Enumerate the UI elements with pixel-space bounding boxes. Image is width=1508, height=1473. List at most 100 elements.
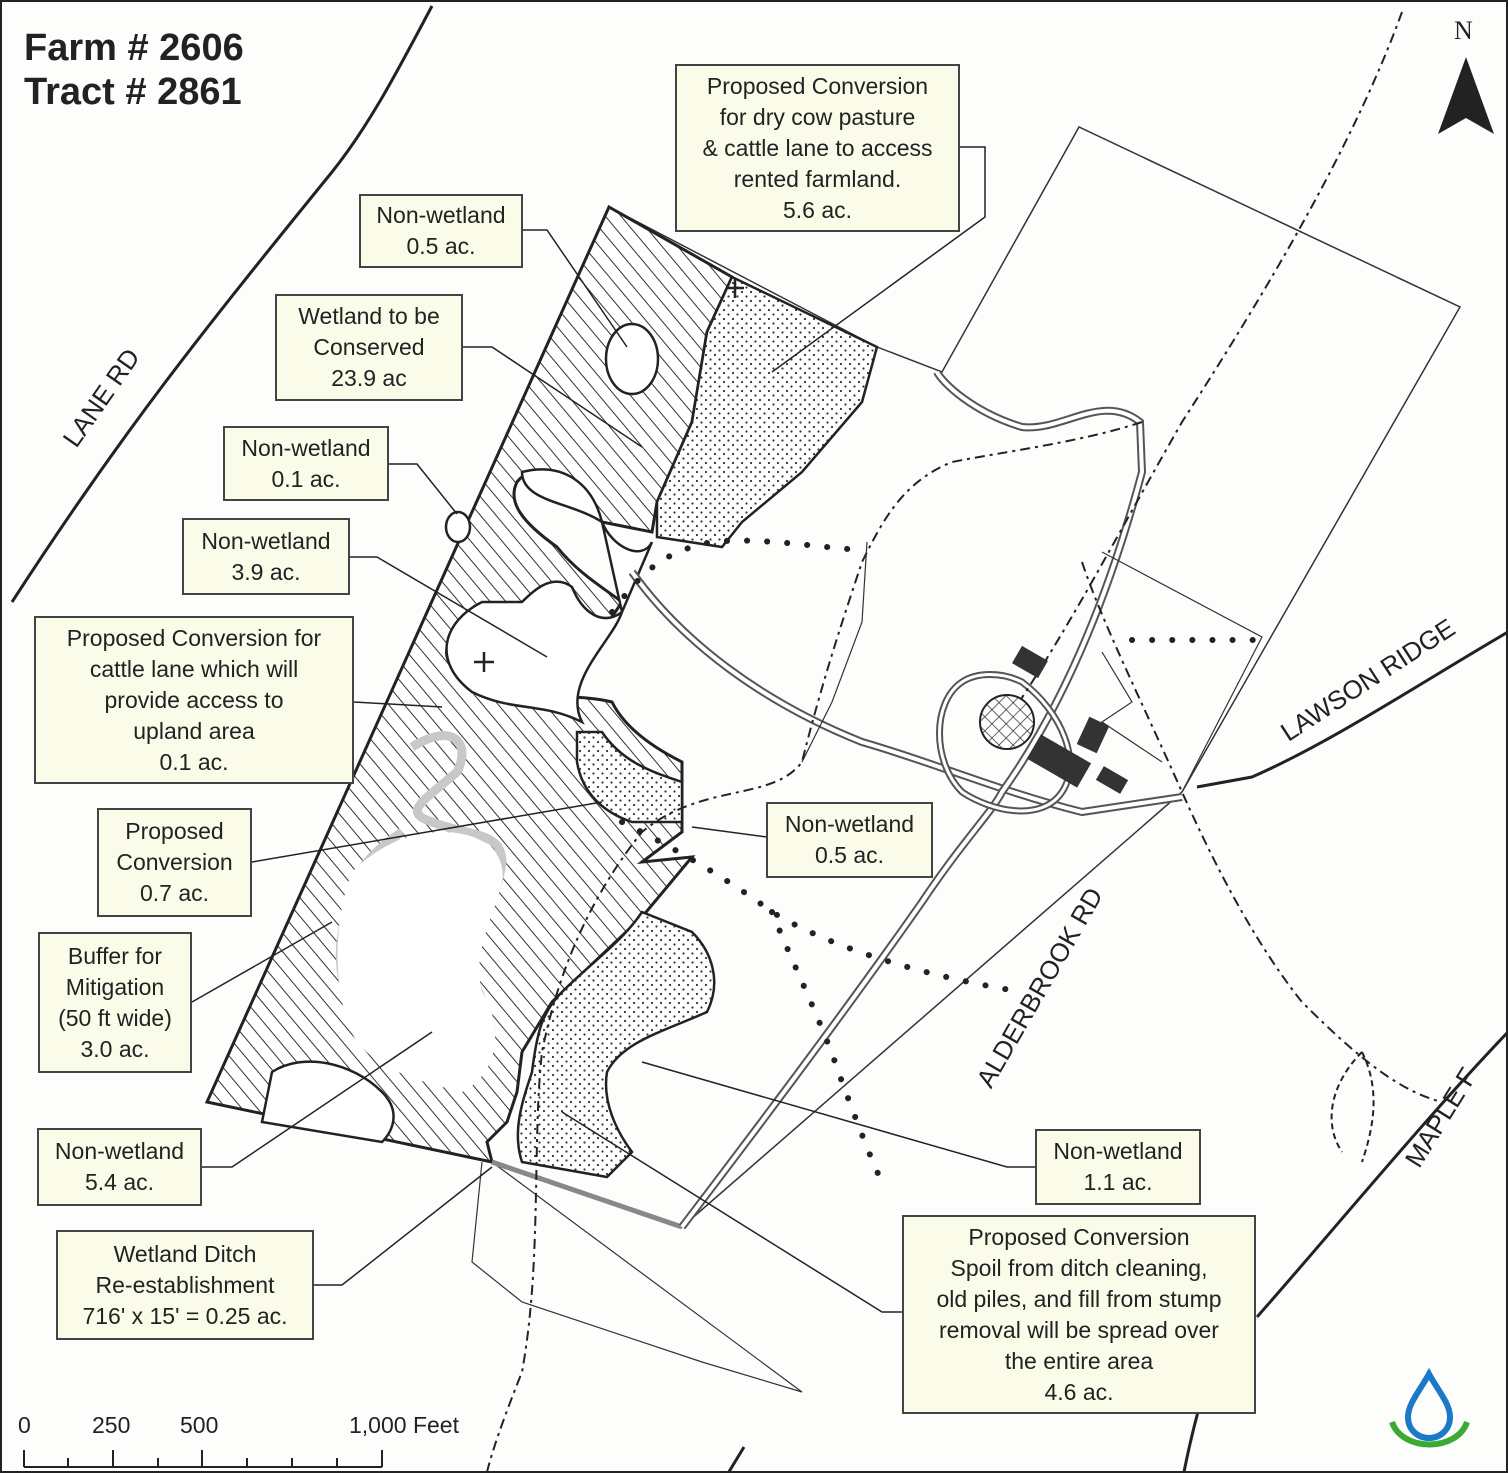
label-line: 4.6 ac. bbox=[1044, 1378, 1114, 1405]
north-arrow-icon bbox=[1438, 57, 1494, 134]
label-line: Non-wetland bbox=[376, 202, 506, 228]
label-line: 5.4 ac. bbox=[84, 1169, 155, 1195]
label-non-wetland-0-5-east: Non-wetland 0.5 ac. bbox=[766, 802, 933, 878]
label-line: 23.9 ac bbox=[331, 365, 407, 391]
label-line: Non-wetland bbox=[1053, 1138, 1183, 1164]
non-wetland-0-5-island bbox=[604, 322, 660, 396]
label-line: Wetland to be bbox=[298, 303, 440, 329]
label-line: provide access to bbox=[104, 686, 284, 713]
label-line: Buffer for bbox=[67, 942, 163, 969]
farm-lane-1-inner bbox=[630, 570, 1183, 815]
label-line: Proposed Conversion for bbox=[66, 624, 322, 651]
label-line: 5.6 ac. bbox=[782, 196, 853, 223]
farm-number: Farm # 2606 bbox=[24, 27, 244, 69]
label-non-wetland-0-5-north: Non-wetland 0.5 ac. bbox=[359, 194, 523, 268]
fence-line-1 bbox=[609, 537, 865, 615]
label-line: Wetland Ditch bbox=[113, 1240, 257, 1267]
scale-label-0: 0 bbox=[18, 1412, 31, 1438]
label-line: 0.1 ac. bbox=[271, 465, 341, 492]
label-line: Re-establishment bbox=[95, 1271, 275, 1298]
label-line: 716' x 15' = 0.25 ac. bbox=[82, 1302, 288, 1329]
label-line: rented farmland. bbox=[733, 165, 902, 192]
dashed-stream bbox=[1330, 1051, 1375, 1163]
label-line: Proposed Conversion bbox=[968, 1223, 1190, 1250]
label-line: cattle lane which will bbox=[89, 655, 299, 682]
building-2 bbox=[1076, 716, 1110, 754]
field-line-3 bbox=[1100, 651, 1163, 763]
field-line-4 bbox=[471, 1161, 803, 1393]
cross-marker-1 bbox=[474, 652, 494, 672]
label-line: Proposed Conversion bbox=[706, 72, 929, 99]
label-conversion-pasture: Proposed Conversion for dry cow pasture & … bbox=[675, 64, 960, 232]
conversion-pasture-dotted bbox=[655, 275, 879, 549]
label-line: 1.1 ac. bbox=[1083, 1169, 1153, 1195]
building-4 bbox=[1095, 766, 1129, 794]
label-non-wetland-0-1: Non-wetland 0.1 ac. bbox=[223, 426, 389, 501]
fence-line-2 bbox=[619, 819, 1025, 995]
road-bottom bbox=[727, 1446, 746, 1471]
label-line: & cattle lane to access bbox=[702, 134, 933, 161]
scale-label-250: 250 bbox=[92, 1412, 131, 1438]
scale-label-500: 500 bbox=[180, 1412, 219, 1438]
label-line: Non-wetland bbox=[241, 434, 371, 461]
label-line: (50 ft wide) bbox=[58, 1004, 172, 1031]
label-line: 0.5 ac. bbox=[406, 233, 476, 259]
tract-number: Tract # 2861 bbox=[24, 71, 242, 113]
farm-loop-inner bbox=[938, 673, 1072, 813]
scale-bar bbox=[23, 1450, 383, 1468]
label-non-wetland-1-1: Non-wetland 1.1 ac. bbox=[1035, 1129, 1201, 1205]
label-line: Conserved bbox=[313, 334, 425, 360]
farm-lane-2-inner bbox=[680, 370, 1145, 1229]
fence-line-3 bbox=[769, 909, 885, 1185]
label-non-wetland-5-4: Non-wetland 5.4 ac. bbox=[37, 1128, 202, 1206]
label-wetland-conserved: Wetland to be Conserved 23.9 ac bbox=[275, 294, 463, 401]
wetland-ditch bbox=[491, 1159, 683, 1230]
label-conversion-cattle-lane: Proposed Conversion for cattle lane which… bbox=[34, 616, 354, 784]
label-line: Conversion bbox=[116, 849, 233, 875]
label-line: Non-wetland bbox=[201, 527, 331, 554]
silo-crosshatch bbox=[979, 694, 1035, 750]
map-title: Farm # 2606 Tract # 2861 bbox=[24, 26, 244, 114]
dashed-boundary-1 bbox=[991, 11, 1403, 743]
label-line: Proposed bbox=[125, 818, 224, 844]
non-wetland-5-4-area bbox=[337, 832, 503, 1092]
label-line: removal will be spread over bbox=[939, 1316, 1219, 1343]
maple-road bbox=[1255, 1031, 1506, 1318]
label-line: 0.5 ac. bbox=[814, 842, 885, 868]
leader-lines bbox=[191, 146, 1035, 1313]
lawson-ridge-road bbox=[1196, 631, 1506, 789]
scale-label-1000: 1,000 Feet bbox=[349, 1412, 459, 1438]
conversion-0-7-dotted bbox=[575, 730, 684, 824]
label-line: 3.0 ac. bbox=[80, 1035, 150, 1062]
non-wetland-3-9-area bbox=[445, 468, 654, 725]
label-line: old piles, and fill from stump bbox=[936, 1285, 1222, 1312]
label-line: Spoil from ditch cleaning, bbox=[950, 1254, 1208, 1281]
label-line: 0.1 ac. bbox=[159, 748, 229, 775]
label-line: Non-wetland bbox=[54, 1138, 185, 1164]
field-line-2 bbox=[1101, 551, 1263, 793]
dashed-boundary-3 bbox=[1081, 561, 1443, 1103]
label-non-wetland-3-9: Non-wetland 3.9 ac. bbox=[182, 518, 350, 595]
cross-marker-2 bbox=[726, 278, 744, 298]
label-line: upland area bbox=[133, 717, 255, 744]
label-line: Non-wetland bbox=[784, 811, 915, 837]
north-label: N bbox=[1454, 16, 1473, 45]
building-3 bbox=[1026, 734, 1092, 788]
label-line: Mitigation bbox=[65, 973, 165, 1000]
field-line-1 bbox=[801, 541, 868, 763]
building-1 bbox=[1012, 645, 1048, 679]
label-line: the entire area bbox=[1004, 1347, 1154, 1374]
parcel-line-south bbox=[491, 1161, 803, 1393]
lane-road bbox=[10, 5, 434, 603]
water-drop-icon bbox=[1389, 1367, 1470, 1448]
non-wetland-0-1-island bbox=[444, 510, 472, 544]
label-line: for dry cow pasture bbox=[719, 103, 916, 130]
label-line: 0.7 ac. bbox=[139, 880, 210, 906]
label-line: 3.9 ac. bbox=[231, 558, 301, 585]
